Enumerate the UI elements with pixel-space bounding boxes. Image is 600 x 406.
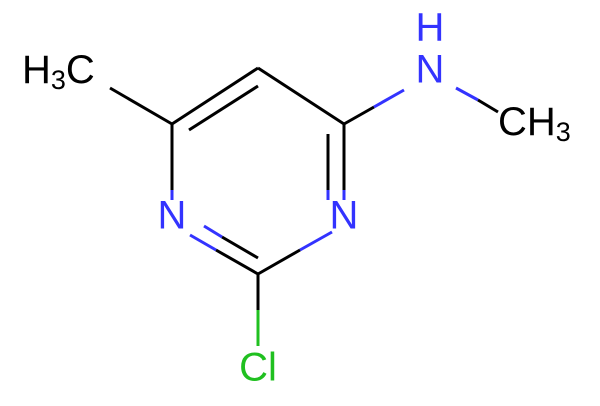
bond-methyl-c6 <box>109 86 173 126</box>
bond-n3-c2-n-part <box>299 230 333 252</box>
bond-nh-methyl-n-part <box>455 86 479 102</box>
bonds <box>109 66 499 346</box>
ring-nitrogen-right: N <box>330 194 359 238</box>
bond-c2-n1-inner-n-part <box>203 224 223 239</box>
bond-c4-nh-n-part <box>373 88 405 109</box>
amine-nitrogen: N <box>416 48 445 92</box>
bond-c2-n1-n-part <box>189 233 217 252</box>
bond-c4-nh <box>343 105 375 126</box>
bond-c5-c4 <box>257 66 345 126</box>
ring-nitrogen-left: N <box>158 194 187 238</box>
bond-c6-c5 <box>171 66 259 126</box>
bond-c6-c5-inner <box>188 84 259 132</box>
methyl-left-label: H3C <box>22 48 95 96</box>
chlorine-label: Cl <box>239 346 277 390</box>
methyl-right-label: CH3 <box>498 100 571 148</box>
amine-hydrogen: H <box>416 6 445 50</box>
bond-c2-n1-inner <box>221 235 259 260</box>
atom-labels: H3C N N N H CH3 Cl <box>22 6 571 390</box>
bond-c2-n1 <box>215 248 259 276</box>
bond-nh-methyl <box>477 98 499 114</box>
bond-n3-c2 <box>257 248 301 276</box>
